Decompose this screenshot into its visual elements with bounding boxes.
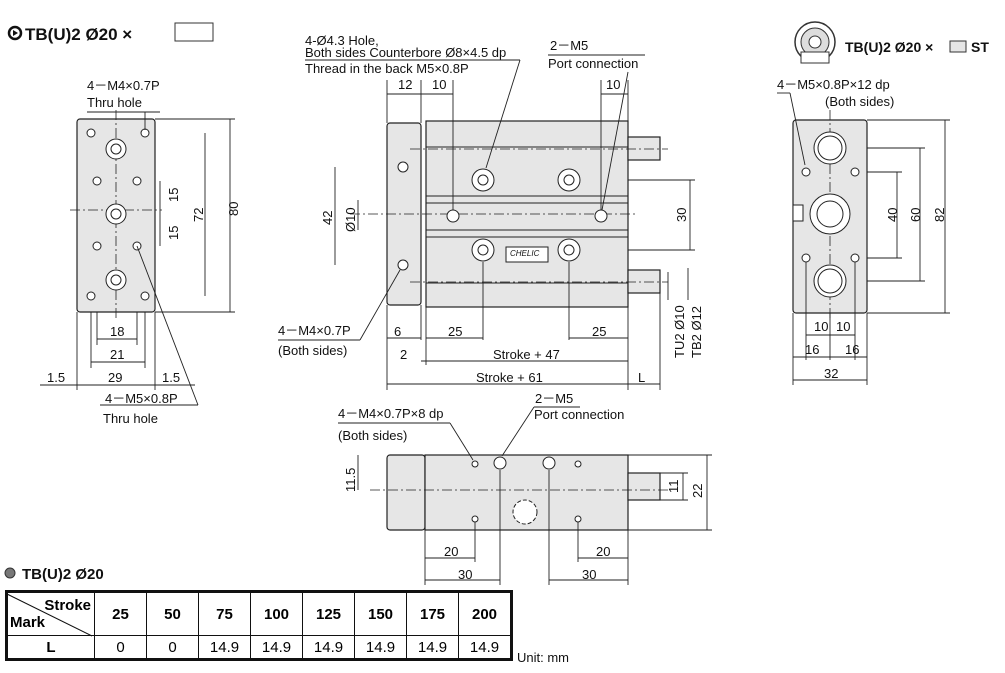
dimension-label: 82 [932, 208, 947, 222]
dimension-label: 15 [166, 188, 181, 202]
dimension-label: 4-Ø4.3 Hole, [305, 33, 379, 48]
dimension-label: 30 [458, 567, 472, 582]
dimension-label: Port connection [534, 407, 624, 422]
dimension-label: 30 [582, 567, 596, 582]
stroke-header: 50 [146, 591, 199, 636]
stroke-input-box [174, 22, 214, 42]
stroke-header: 100 [250, 591, 303, 636]
dimension-label: TB2 Ø12 [689, 306, 704, 358]
dimension-label: 22 [690, 484, 705, 498]
dimension-label: (Both sides) [338, 428, 407, 443]
dimension-label: 30 [674, 208, 689, 222]
dimension-label: 20 [596, 544, 610, 559]
stroke-header: 200 [458, 591, 512, 636]
dimension-label: 40 [885, 208, 900, 222]
dimension-label: 25 [592, 324, 606, 339]
dimension-label: 21 [110, 347, 124, 362]
dimension-label: 4－M5×0.8P×12 dp [777, 77, 890, 92]
dimension-label: Thru hole [87, 95, 142, 110]
dimension-label: 4－M4×0.7P [278, 323, 351, 338]
dimension-label: 10 [606, 77, 620, 92]
stroke-header: 75 [198, 591, 251, 636]
dimension-label: (Both sides) [825, 94, 894, 109]
dimension-label: 11 [666, 480, 681, 494]
table-header-row: Stroke Mark 25 50 75 100 125 150 175 200 [6, 591, 512, 636]
bullet-icon [4, 567, 16, 579]
side-view: TB(U)2 Ø20 × ST 4－M5×0.8P×12 dp (Both sid… [777, 21, 989, 385]
dimension-label: 16 [805, 342, 819, 357]
table-cell: 0 [94, 635, 147, 660]
corner-stroke: Stroke [44, 597, 91, 614]
row-label: L [6, 635, 95, 660]
dimension-label: 2－M5 [535, 391, 573, 406]
dimension-label: ST [971, 39, 989, 55]
dimension-label: TU2 Ø10 [672, 305, 687, 358]
table-cell: 14.9 [250, 635, 303, 660]
dimension-label: 6 [394, 324, 401, 339]
dimension-label: Stroke + 61 [476, 370, 543, 385]
dimension-label: 16 [845, 342, 859, 357]
dimension-label: 12 [398, 77, 412, 92]
stroke-header: 25 [94, 591, 147, 636]
stroke-header: 150 [354, 591, 407, 636]
dimension-label: 15 [166, 226, 181, 240]
table-cell: 0 [146, 635, 199, 660]
unit-label: Unit: mm [517, 650, 569, 665]
dimension-label: Stroke + 47 [493, 347, 560, 362]
dimension-label: 32 [824, 366, 838, 381]
dimension-label: 29 [108, 370, 122, 385]
stroke-header: 175 [406, 591, 459, 636]
dimension-label: Port connection [548, 56, 638, 71]
dimension-label: TB(U)2 Ø20 × [845, 39, 933, 55]
table-cell: 14.9 [302, 635, 355, 660]
table-row: L 0 0 14.9 14.9 14.9 14.9 14.9 14.9 [6, 635, 512, 660]
table-cell: 14.9 [354, 635, 407, 660]
disc-logo [794, 21, 836, 64]
dimension-label: L [638, 370, 645, 385]
nameplate [505, 246, 549, 263]
dimension-label: 60 [908, 208, 923, 222]
dimension-label: (Both sides) [278, 343, 347, 358]
dimension-label: Both sides Counterbore Ø8×4.5 dp [305, 45, 506, 60]
dimension-label: 18 [110, 324, 124, 339]
dimension-label: CHELIC [510, 249, 540, 258]
dimension-label: Thread in the back M5×0.8P [305, 61, 469, 76]
dimension-label: 10 [432, 77, 446, 92]
dimension-label: 1.5 [162, 370, 180, 385]
title-text: TB(U)2 Ø20 × [25, 25, 132, 44]
table-cell: 14.9 [458, 635, 512, 660]
dimension-label: 10 [836, 319, 850, 334]
dimension-label: 11.5 [343, 468, 358, 492]
dimension-label: 4－M4×0.7P×8 dp [338, 406, 444, 421]
table-cell: 14.9 [406, 635, 459, 660]
dimension-label: 20 [444, 544, 458, 559]
dimension-label: 25 [448, 324, 462, 339]
stroke-table: Stroke Mark 25 50 75 100 125 150 175 200… [5, 590, 513, 661]
corner-mark: Mark [10, 614, 46, 631]
left-view: 4－M4×0.7P Thru hole 80 72 15 15 18 21 1.5 2… [40, 78, 241, 426]
main-title: TB(U)2 Ø20 × [7, 22, 214, 44]
stroke-header: 125 [302, 591, 355, 636]
dimension-label: 2－M5 [550, 38, 588, 53]
dimension-label: 80 [226, 202, 241, 216]
dimension-label: 10 [814, 319, 828, 334]
dimension-label: 72 [191, 208, 206, 222]
dimension-label: 4－M5×0.8P [105, 391, 178, 406]
front-view: CHELIC 4-Ø4.3 Hole, Both sides Counterbo… [278, 33, 704, 390]
dimension-label: 1.5 [47, 370, 65, 385]
dimension-label: Ø10 [343, 207, 358, 232]
bullet-icon [7, 25, 23, 41]
dimension-label: 42 [320, 211, 335, 225]
table-corner: Stroke Mark [6, 591, 95, 636]
table-cell: 14.9 [198, 635, 251, 660]
dimension-label: Thru hole [103, 411, 158, 426]
dimension-label: 2 [400, 347, 407, 362]
table-title: TB(U)2 Ø20 [22, 566, 104, 583]
dimension-label: 4－M4×0.7P [87, 78, 160, 93]
